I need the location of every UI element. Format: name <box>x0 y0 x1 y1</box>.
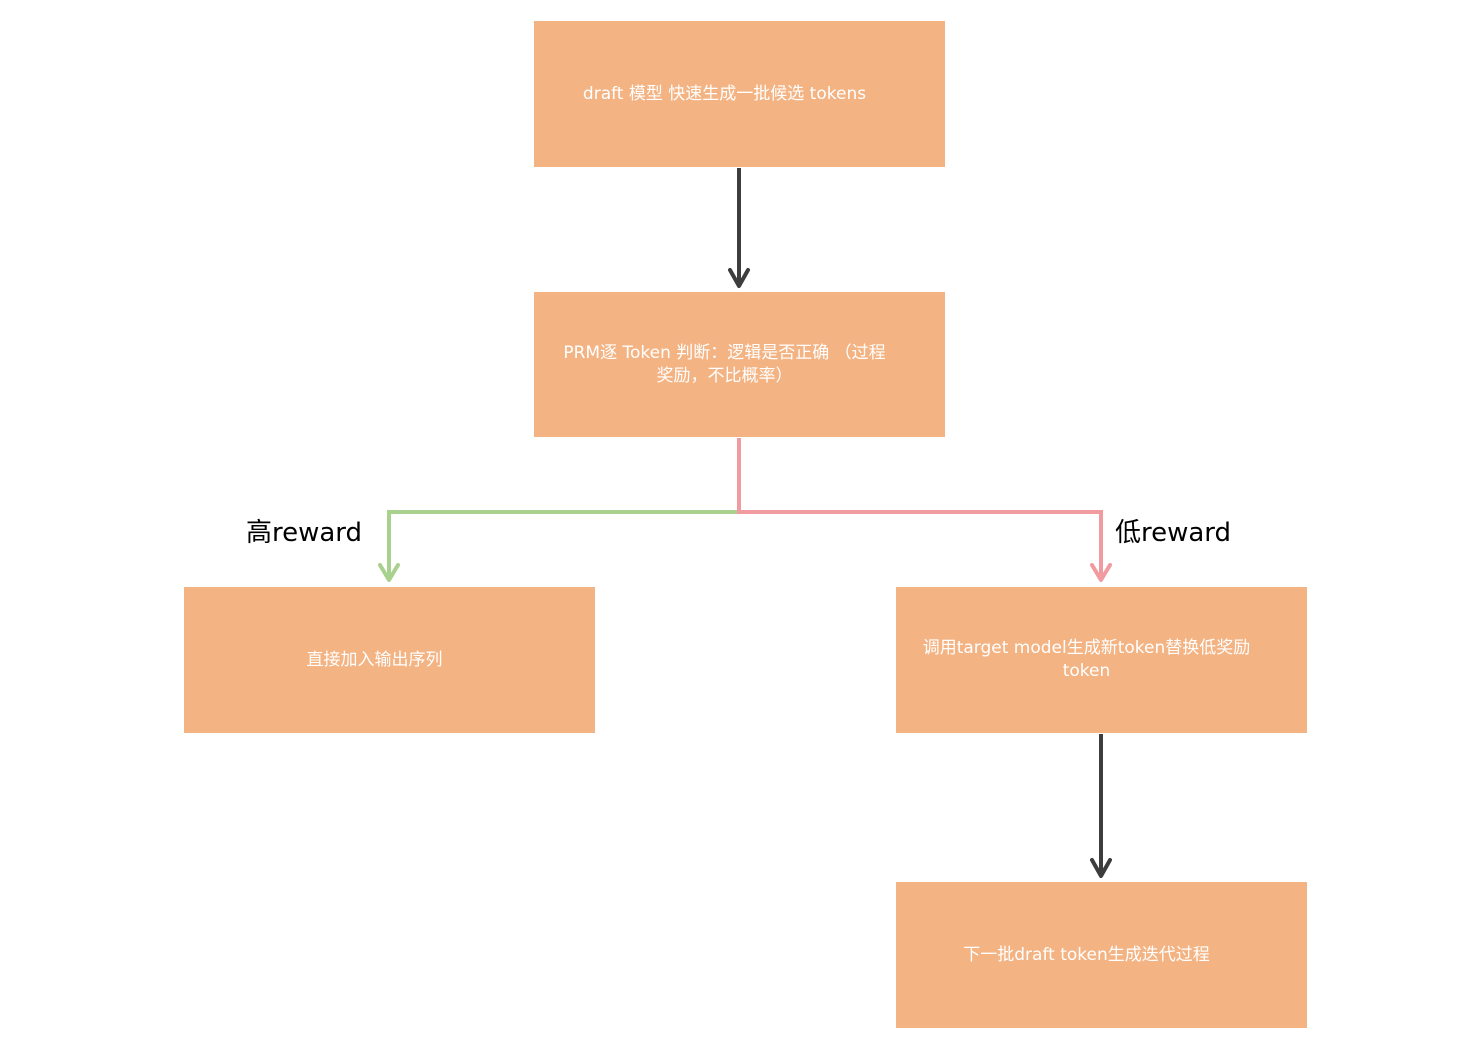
arrow-high-reward <box>378 438 741 582</box>
next-batch-node-label: 下一批draft token生成迭代过程 <box>963 944 1210 965</box>
draft-model-node: draft 模型 快速生成一批候选 tokens <box>534 21 945 167</box>
arrow-replace-to-next <box>1090 734 1112 878</box>
direct-append-node-label: 直接加入输出序列 <box>306 649 443 670</box>
next-batch-node: 下一批draft token生成迭代过程 <box>896 882 1307 1028</box>
prm-judgement-node-label: PRM逐 Token 判断：逻辑是否正确 （过程 奖励，不比概率） <box>563 342 886 386</box>
draft-model-node-label: draft 模型 快速生成一批候选 tokens <box>582 83 867 104</box>
direct-append-node: 直接加入输出序列 <box>184 587 595 733</box>
target-model-replace-node-label: 调用target model生成新token替换低奖励 token <box>922 638 1251 681</box>
low-reward-label: 低reward <box>1115 518 1232 548</box>
arrow-low-reward <box>737 438 1112 582</box>
high-reward-label: 高reward <box>246 518 363 548</box>
prm-judgement-node: PRM逐 Token 判断：逻辑是否正确 （过程 奖励，不比概率） <box>534 292 945 437</box>
arrow-draft-to-prm <box>728 168 750 288</box>
target-model-replace-node: 调用target model生成新token替换低奖励 token <box>896 587 1307 733</box>
